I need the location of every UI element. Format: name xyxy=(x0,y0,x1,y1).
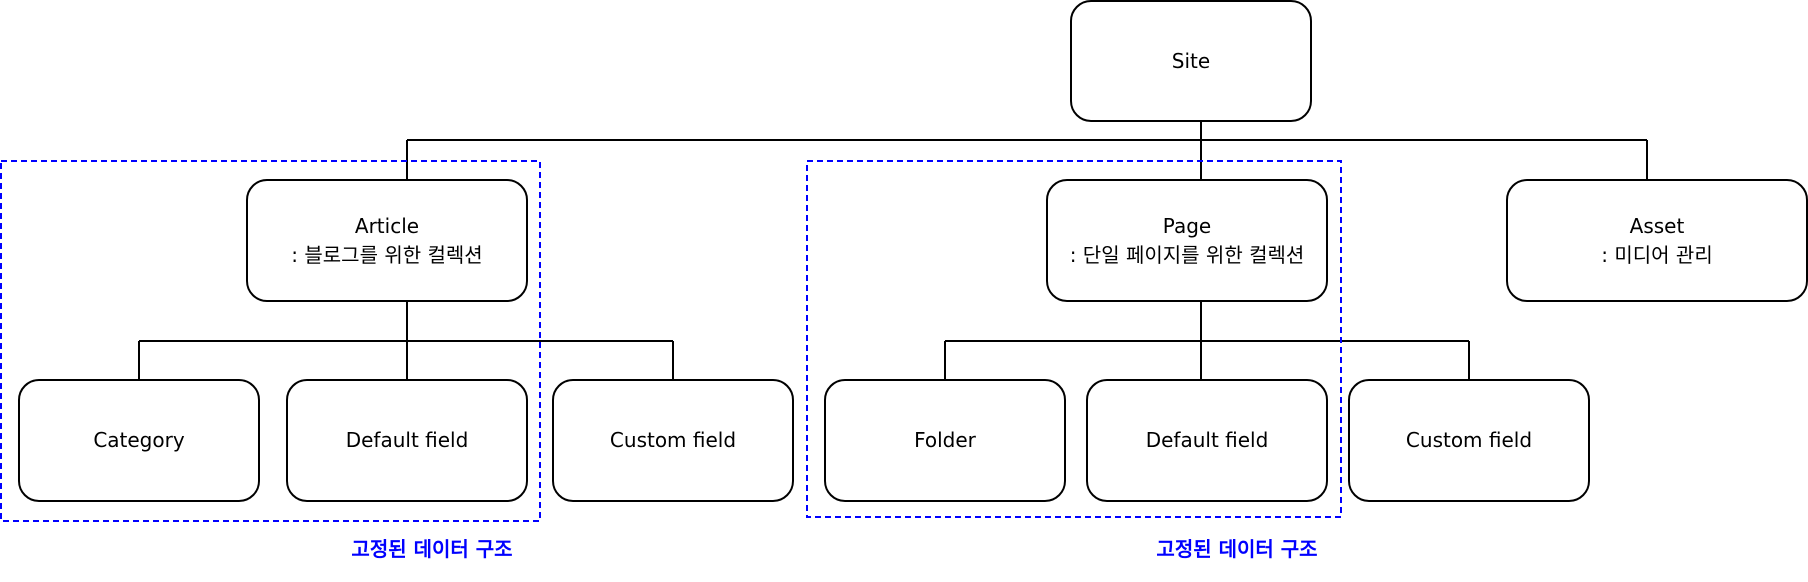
node-category-label: Category xyxy=(93,428,185,452)
node-article-custom-field[interactable]: Custom field xyxy=(552,379,794,502)
node-page-custom-field[interactable]: Custom field xyxy=(1348,379,1590,502)
node-category[interactable]: Category xyxy=(18,379,260,502)
node-asset-subtitle: : 미디어 관리 xyxy=(1601,243,1712,267)
node-folder[interactable]: Folder xyxy=(824,379,1066,502)
node-page-default-field[interactable]: Default field xyxy=(1086,379,1328,502)
node-article[interactable]: Article : 블로그를 위한 컬렉션 xyxy=(246,179,528,302)
node-site[interactable]: Site xyxy=(1070,0,1312,122)
node-page-custom-field-label: Custom field xyxy=(1406,428,1532,452)
node-article-default-field[interactable]: Default field xyxy=(286,379,528,502)
connectors xyxy=(138,121,1648,380)
group-article-fixed-caption: 고정된 데이터 구조 xyxy=(351,537,512,561)
node-page-subtitle: : 단일 페이지를 위한 컬렉션 xyxy=(1070,243,1305,267)
node-page-default-field-label: Default field xyxy=(1146,428,1269,452)
node-asset[interactable]: Asset : 미디어 관리 xyxy=(1506,179,1808,302)
node-article-title: Article xyxy=(355,214,419,238)
group-page-fixed-caption: 고정된 데이터 구조 xyxy=(1156,537,1317,561)
node-site-label: Site xyxy=(1172,49,1210,73)
node-page-title: Page xyxy=(1163,214,1211,238)
node-folder-label: Folder xyxy=(914,428,977,452)
node-article-custom-field-label: Custom field xyxy=(610,428,736,452)
node-article-default-field-label: Default field xyxy=(346,428,469,452)
node-article-subtitle: : 블로그를 위한 컬렉션 xyxy=(291,243,482,267)
node-page[interactable]: Page : 단일 페이지를 위한 컬렉션 xyxy=(1046,179,1328,302)
group-page-fixed-border xyxy=(806,160,1342,518)
node-asset-title: Asset xyxy=(1630,214,1685,238)
